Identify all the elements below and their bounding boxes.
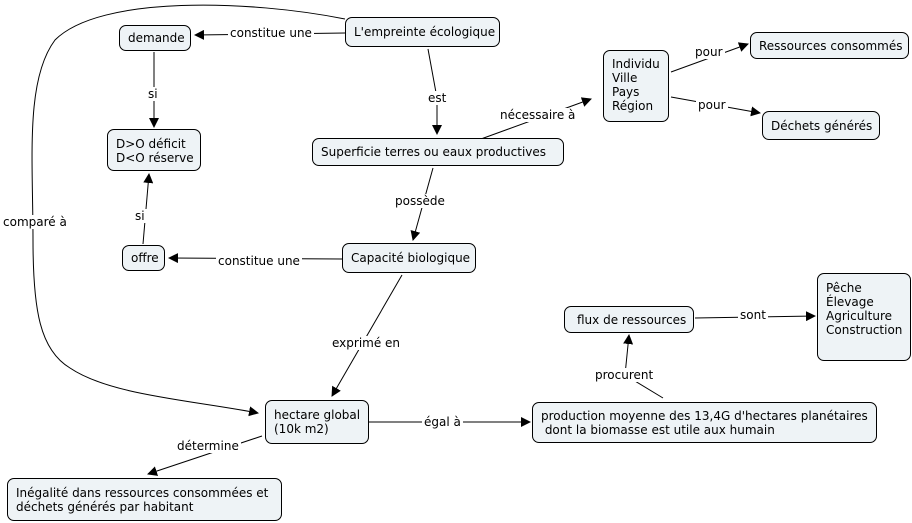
- node-ressources-consommes[interactable]: Ressources consommés: [750, 32, 909, 59]
- link-label-necessaire-a: nécessaire à: [498, 108, 578, 122]
- node-deficit-reserve[interactable]: D>O déficit D<O réserve: [107, 129, 201, 171]
- node-superficie[interactable]: Superficie terres ou eaux productives: [312, 138, 564, 166]
- node-dechets-generes[interactable]: Déchets générés: [762, 111, 880, 140]
- link-hectare-inegalite: [147, 435, 263, 476]
- node-production-moyenne[interactable]: production moyenne des 13,4G d'hectares …: [532, 402, 877, 443]
- node-flux-de-ressources[interactable]: flux de ressources: [564, 306, 694, 333]
- node-hectare-global[interactable]: hectare global (10k m2): [265, 400, 369, 444]
- link-capacite-hectare: [331, 274, 403, 397]
- link-production-flux: [623, 334, 664, 399]
- link-label-possede: possède: [393, 194, 447, 208]
- link-empreinte-hectare: [31, 4, 346, 417]
- node-offre[interactable]: offre: [122, 245, 165, 271]
- link-label-est: est: [426, 91, 449, 105]
- node-inegalite[interactable]: Inégalité dans ressources consommées et …: [7, 478, 282, 521]
- link-label-sont: sont: [738, 308, 768, 322]
- link-label-determine: détermine: [175, 439, 241, 453]
- node-capacite-biologique[interactable]: Capacité biologique: [342, 243, 476, 273]
- node-peche-elevage-agriculture-construction[interactable]: Pêche Élevage Agriculture Construction: [817, 273, 911, 361]
- link-label-pour: pour: [696, 98, 728, 112]
- node-individu-ville-pays-region[interactable]: Individu Ville Pays Région: [603, 50, 669, 122]
- link-label-constitue-une: constitue une: [216, 254, 302, 268]
- link-label-exprime-en: exprimé en: [330, 336, 403, 350]
- node-demande[interactable]: demande: [119, 25, 191, 51]
- link-label-pour: pour: [693, 45, 725, 59]
- link-label-procurent: procurent: [593, 368, 656, 382]
- link-label-si: si: [133, 209, 147, 223]
- link-label-egal-a: égal à: [422, 415, 463, 429]
- link-label-compare-a: comparé à: [1, 215, 69, 229]
- link-label-si: si: [146, 87, 160, 101]
- node-empreinte-ecologique[interactable]: L'empreinte écologique: [345, 17, 500, 47]
- link-label-constitue-une: constitue une: [228, 26, 314, 40]
